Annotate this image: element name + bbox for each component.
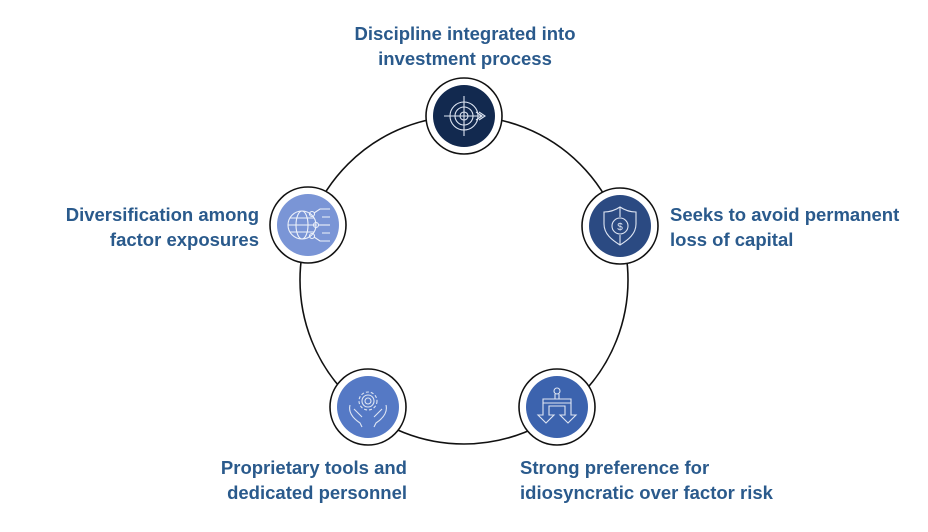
node-fill: [526, 376, 588, 438]
label-line: idiosyncratic over factor risk: [520, 482, 773, 503]
label-line: Proprietary tools and: [220, 457, 407, 478]
label-line: investment process: [378, 48, 552, 69]
label-line: factor exposures: [109, 229, 259, 250]
label-avoid-loss: Seeks to avoid permanent loss of capital: [670, 202, 899, 252]
node-discipline: [425, 77, 503, 155]
label-line: Discipline integrated into: [354, 23, 576, 44]
label-diversification: Diversification among factor exposures: [66, 202, 259, 252]
label-idiosyncratic: Strong preference for idiosyncratic over…: [520, 455, 773, 505]
label-line: Seeks to avoid permanent: [670, 204, 900, 225]
label-discipline: Discipline integrated into investment pr…: [330, 21, 600, 71]
globe-network-icon: [287, 208, 330, 242]
label-line: loss of capital: [670, 229, 794, 250]
label-tools: Proprietary tools and dedicated personne…: [221, 455, 407, 505]
label-line: dedicated personnel: [227, 482, 407, 503]
svg-text:$: $: [617, 222, 623, 233]
target-dart-icon: [444, 96, 486, 136]
split-arrows-icon: [536, 387, 578, 424]
node-avoid-loss: $: [581, 187, 659, 265]
hands-gear-icon: [349, 391, 387, 428]
label-line: Diversification among: [65, 204, 259, 225]
node-diversification: [269, 186, 347, 264]
shield-dollar-icon: $: [603, 206, 637, 246]
node-idiosyncratic: [518, 368, 596, 446]
node-fill: [589, 195, 651, 257]
label-line: Strong preference for: [520, 457, 710, 478]
node-tools: [329, 368, 407, 446]
